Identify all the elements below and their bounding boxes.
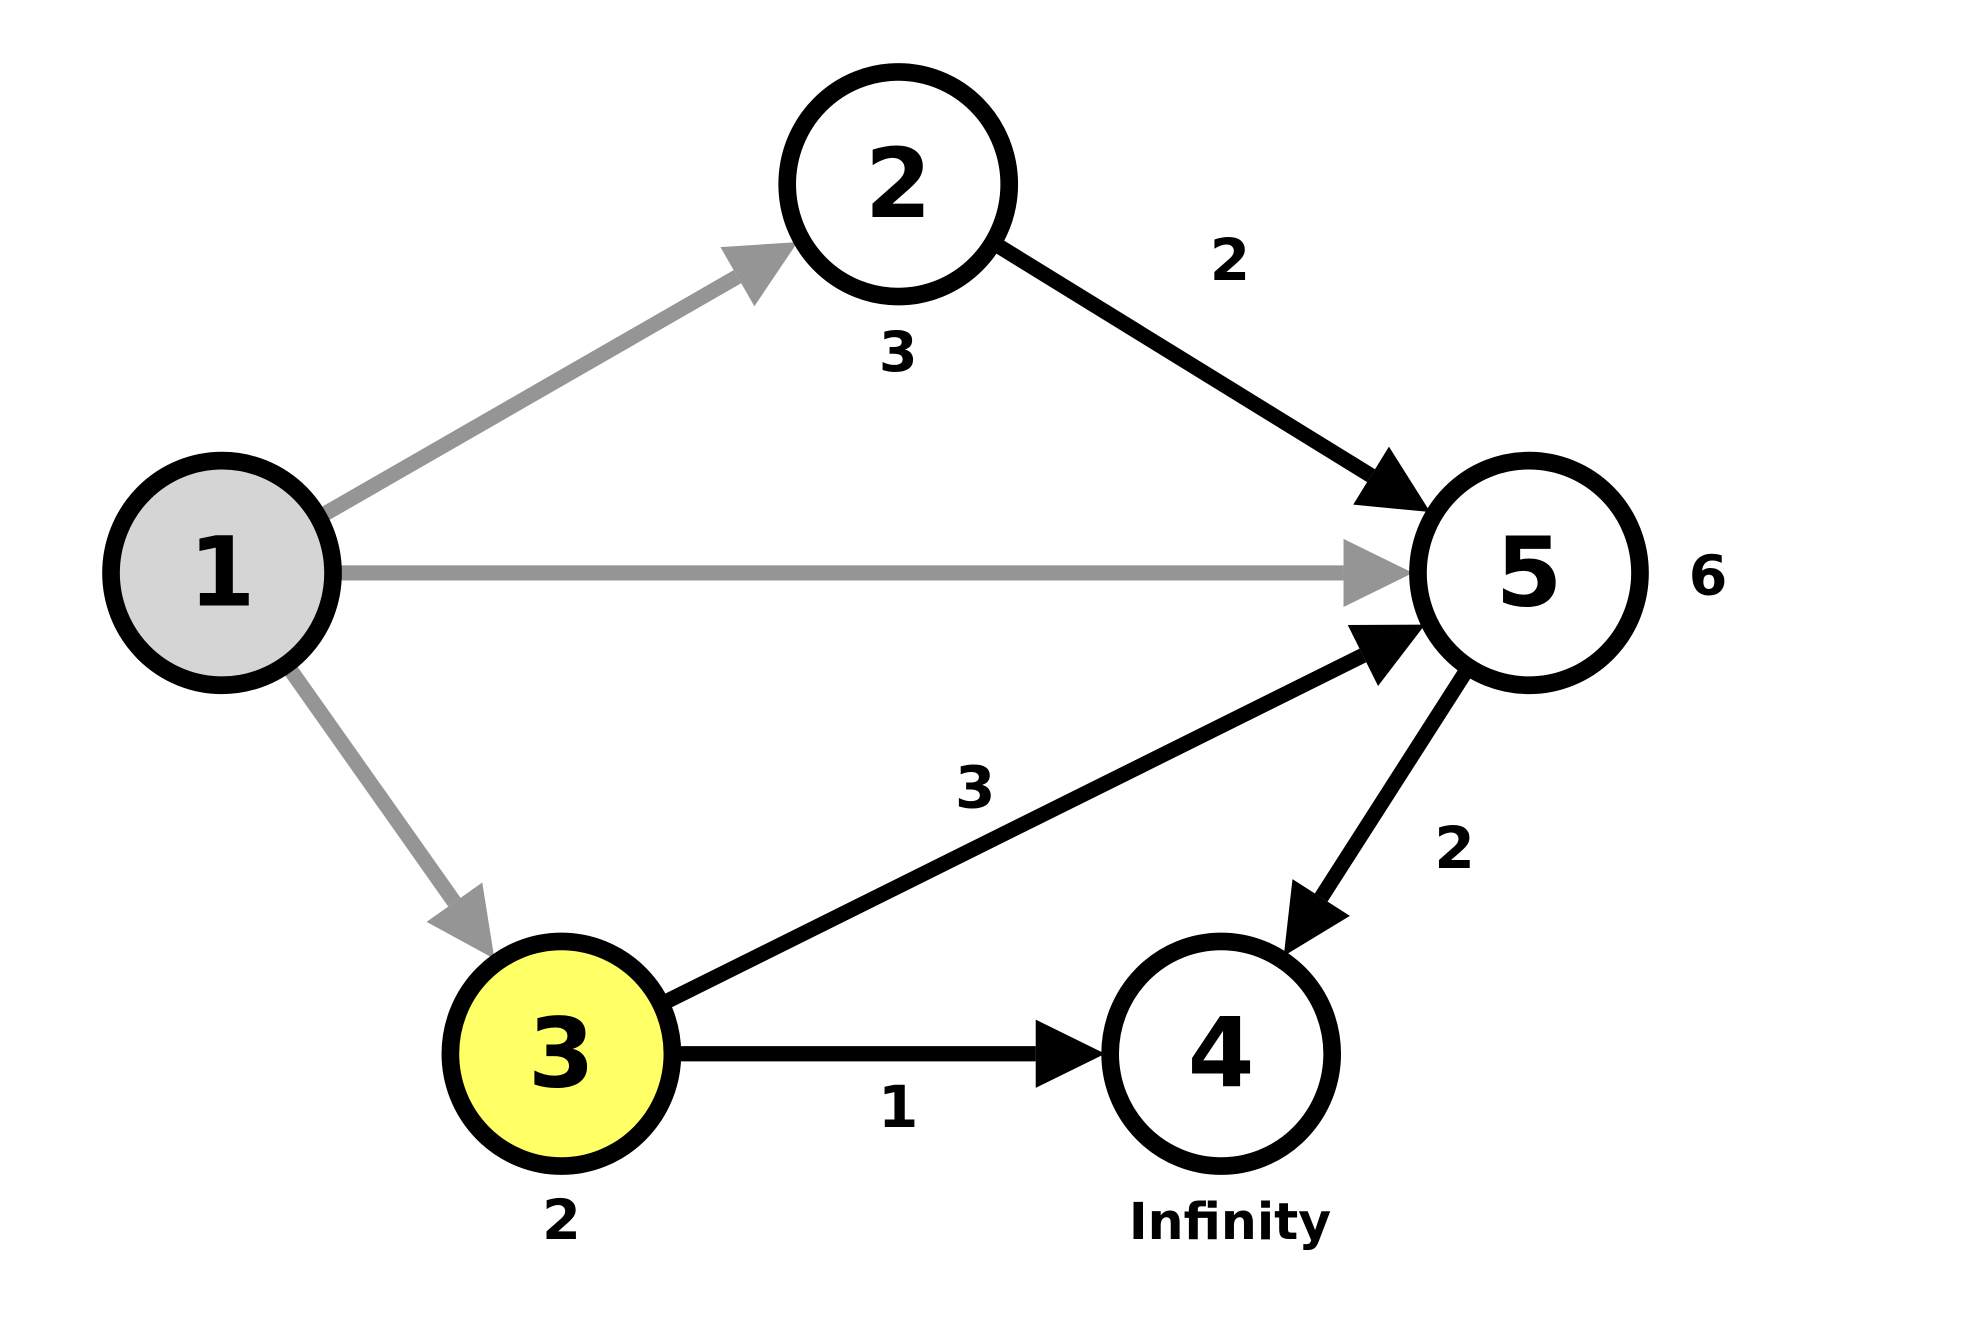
edge-line bbox=[1314, 664, 1475, 902]
node-label: 3 bbox=[528, 998, 595, 1110]
edge-weight: 1 bbox=[878, 1073, 918, 1141]
node-distance: 3 bbox=[879, 320, 918, 385]
node-label: 5 bbox=[1496, 517, 1563, 629]
node-label: 4 bbox=[1188, 998, 1255, 1110]
edge-weight: 2 bbox=[1210, 226, 1250, 294]
edge-5-4 bbox=[1283, 664, 1475, 956]
edge-2-5 bbox=[990, 237, 1431, 513]
edge-1-3 bbox=[281, 661, 495, 959]
node-3[interactable]: 3 bbox=[441, 932, 682, 1175]
edge-line bbox=[281, 661, 461, 907]
arrowhead-icon bbox=[1035, 1019, 1106, 1088]
arrowhead-icon bbox=[1353, 446, 1431, 513]
edge-weight: 2 bbox=[1434, 814, 1474, 882]
arrowhead-icon bbox=[1343, 538, 1413, 608]
node-label: 1 bbox=[189, 517, 256, 629]
edge-line bbox=[659, 648, 1367, 1010]
arrowhead-icon bbox=[426, 882, 495, 959]
node-label: 2 bbox=[865, 128, 932, 240]
arrowhead-icon bbox=[1283, 879, 1350, 956]
edge-line bbox=[316, 270, 742, 523]
edge-1-2 bbox=[316, 242, 798, 523]
edge-line bbox=[990, 237, 1376, 483]
node-distance: 2 bbox=[542, 1188, 581, 1253]
node-circle bbox=[102, 451, 342, 695]
node-circle bbox=[1409, 451, 1649, 695]
arrowhead-icon bbox=[1347, 624, 1426, 686]
node-circle bbox=[441, 932, 682, 1175]
node-5[interactable]: 5 bbox=[1409, 451, 1649, 695]
node-distance: Infinity bbox=[1129, 1192, 1331, 1251]
node-4[interactable]: 4 bbox=[1101, 932, 1342, 1175]
node-circle bbox=[1101, 932, 1342, 1175]
node-circle bbox=[778, 63, 1019, 306]
node-distance: 6 bbox=[1689, 543, 1728, 608]
edge-weight: 3 bbox=[955, 754, 995, 822]
edge-3-5 bbox=[659, 624, 1426, 1010]
arrowhead-icon bbox=[720, 242, 798, 307]
node-1[interactable]: 1 bbox=[102, 451, 342, 695]
edge-3-4 bbox=[674, 1019, 1106, 1088]
edge-1-5 bbox=[335, 538, 1413, 608]
node-2[interactable]: 2 bbox=[778, 63, 1019, 306]
